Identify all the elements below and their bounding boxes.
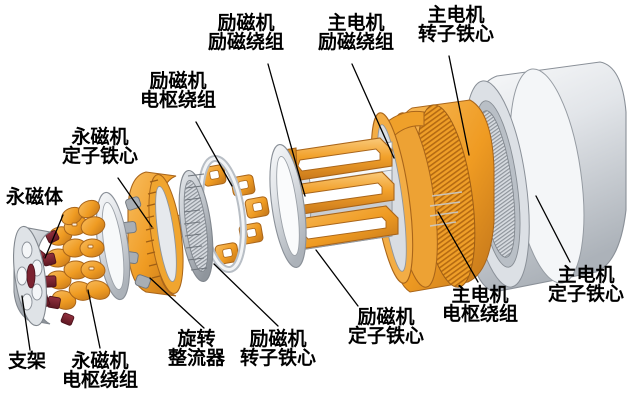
label-pmg-armature-winding: 永磁机电枢绕组 (62, 350, 139, 392)
label-line: 主电机 (427, 4, 485, 26)
label-main-stator-core: 主电机定子铁心 (548, 264, 625, 306)
leader-line-main-armature-winding (437, 211, 479, 283)
label-line: 永磁机 (71, 126, 129, 148)
label-line: 永磁机 (71, 350, 129, 372)
exciter-rotor-core-shape (178, 169, 214, 283)
label-line: 主电机 (451, 284, 509, 306)
label-exciter-armature-winding: 励磁机电枢绕组 (140, 70, 217, 112)
leader-line-pmg-stator-core (117, 177, 153, 228)
leader-line-pmg-armature-winding (87, 289, 101, 349)
label-line: 主电机 (327, 12, 385, 34)
rotating-rectifier-shape (121, 171, 184, 297)
label-main-rotor-core: 主电机转子铁心 (418, 4, 495, 46)
label-pmg-stator-core: 永磁机定子铁心 (62, 126, 139, 168)
exciter-stator-core-shape (269, 144, 307, 268)
label-main-armature-winding: 主电机电枢绕组 (442, 284, 519, 326)
label-line: 整流器 (168, 347, 226, 370)
label-line: 转子铁心 (240, 347, 317, 370)
label-main-field-winding: 主电机励磁绕组 (318, 12, 395, 54)
label-line: 定子铁心 (62, 145, 139, 168)
leader-line-main-stator-core (535, 195, 571, 263)
label-line: 励磁绕组 (318, 31, 395, 54)
label-line: 励磁机 (217, 12, 275, 34)
label-bracket: 支架 (8, 350, 47, 372)
label-exciter-stator-core: 励磁机定子铁心 (348, 306, 425, 348)
bracket-shape (13, 225, 52, 327)
leader-line-bracket (21, 295, 31, 351)
label-line: 定子铁心 (348, 325, 425, 348)
label-exciter-field-winding: 励磁机励磁绕组 (208, 12, 285, 54)
leader-line-rotating-rectifier (149, 277, 205, 329)
label-exciter-rotor-core: 励磁机转子铁心 (240, 328, 317, 370)
label-line: 旋转 (177, 328, 216, 350)
leader-line-permanent-magnet (44, 214, 64, 259)
label-line: 电枢绕组 (62, 369, 139, 392)
label-line: 支架 (8, 350, 47, 372)
leader-line-exciter-rotor-core (213, 263, 279, 327)
label-line: 转子铁心 (418, 23, 495, 46)
leader-line-exciter-armature-winding (195, 121, 233, 187)
label-line: 定子铁心 (548, 283, 625, 306)
label-line: 励磁机 (357, 306, 415, 328)
label-line: 电枢绕组 (442, 303, 519, 326)
label-permanent-magnet: 永磁体 (6, 186, 64, 208)
label-line: 主电机 (557, 264, 615, 286)
leader-line-exciter-field-winding (267, 63, 306, 197)
label-line: 励磁机 (149, 70, 207, 92)
leader-line-main-rotor-core (448, 55, 470, 156)
label-line: 电枢绕组 (140, 89, 217, 112)
label-line: 永磁体 (6, 186, 64, 208)
leader-lines (21, 55, 571, 351)
leader-line-main-field-winding (351, 63, 395, 159)
label-rotating-rectifier: 旋转整流器 (168, 328, 226, 370)
label-line: 励磁绕组 (208, 31, 285, 54)
leader-line-exciter-stator-core (315, 249, 359, 307)
label-line: 励磁机 (249, 328, 307, 350)
